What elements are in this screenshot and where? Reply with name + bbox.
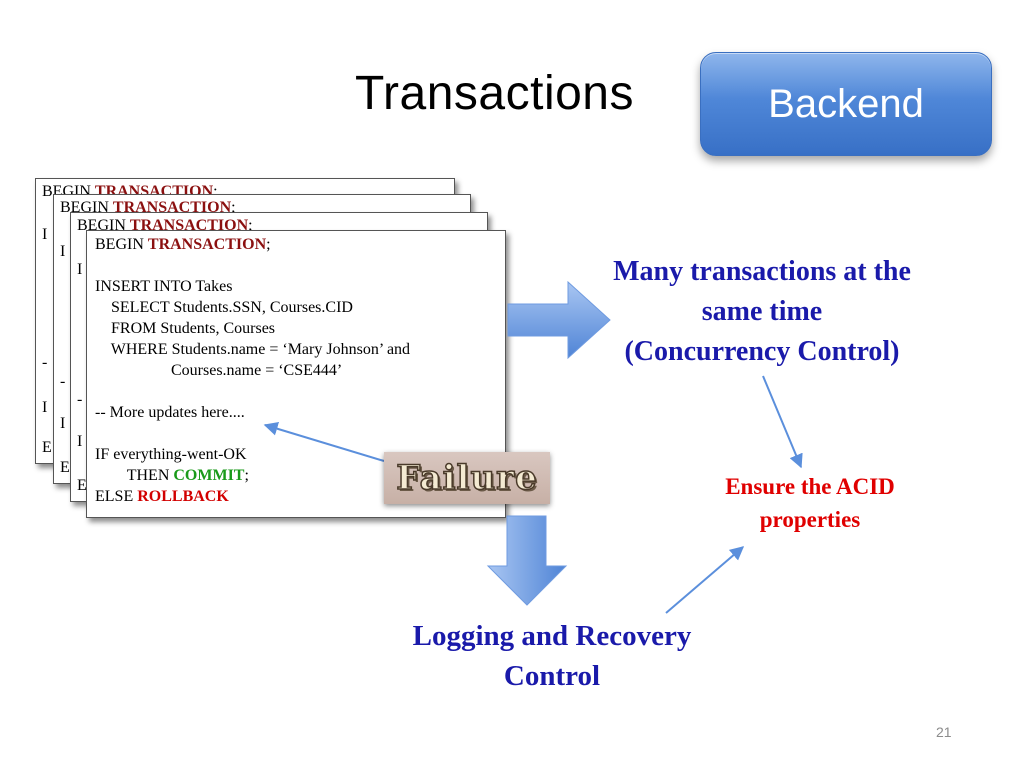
then-line: THEN COMMIT;	[95, 467, 249, 484]
caption-line: same time	[701, 296, 823, 327]
failure-stamp: Failure	[384, 452, 550, 504]
caption-line: properties	[759, 507, 861, 532]
right-block-arrow	[507, 280, 611, 360]
where-line: WHERE Students.name = ‘Mary Johnson’ and	[95, 341, 411, 358]
failure-arrow	[263, 421, 385, 462]
backend-badge: Backend	[700, 52, 992, 156]
caption-line: Ensure the ACID	[725, 474, 895, 499]
comment-line: -- More updates here....	[95, 404, 245, 421]
rollback-keyword: ROLLBACK	[137, 488, 229, 505]
logging-caption: Logging and Recovery Control	[370, 616, 734, 696]
code-fragment: I	[77, 433, 83, 450]
caption-line: (Concurrency Control)	[624, 336, 900, 367]
down-block-arrow	[486, 515, 568, 606]
caption-line: Many transactions at the	[613, 256, 911, 287]
if-line: IF everything-went-OK	[95, 446, 247, 463]
backend-badge-label: Backend	[768, 81, 924, 126]
logging-to-acid-arrow	[665, 546, 745, 614]
concurrency-caption: Many transactions at the same time (Conc…	[560, 252, 964, 372]
where-line-2: Courses.name = ‘CSE444’	[95, 362, 343, 379]
code-fragment: I	[77, 261, 83, 278]
card-begin-line: BEGIN TRANSACTION;	[60, 199, 236, 216]
code-fragment: -	[77, 391, 83, 408]
concurrency-to-acid-arrow	[762, 375, 803, 469]
code-fragment: -	[60, 373, 66, 390]
transaction-keyword: TRANSACTION	[147, 236, 267, 253]
code-fragment: I	[42, 399, 48, 416]
code-fragment: -	[42, 354, 48, 371]
code-fragment: E	[60, 459, 70, 476]
slide-title: Transactions	[355, 67, 634, 120]
code-fragment: E	[77, 477, 87, 494]
from-line: FROM Students, Courses	[95, 320, 276, 337]
caption-line: Logging and Recovery	[412, 620, 692, 652]
code-fragment: I	[60, 243, 66, 260]
code-fragment: I	[42, 226, 48, 243]
caption-line: Control	[503, 660, 601, 692]
card-begin-line: BEGIN TRANSACTION;	[77, 217, 253, 234]
failure-label: Failure	[396, 457, 538, 499]
code-fragment: E	[42, 439, 52, 456]
else-line: ELSE ROLLBACK	[95, 488, 229, 505]
acid-caption: Ensure the ACID properties	[690, 470, 930, 536]
page-number: 21	[936, 724, 952, 740]
commit-keyword: COMMIT	[173, 467, 245, 484]
insert-line: INSERT INTO Takes	[95, 278, 233, 295]
select-line: SELECT Students.SSN, Courses.CID	[95, 299, 353, 316]
code-fragment: I	[60, 415, 66, 432]
begin-line: BEGIN TRANSACTION;	[95, 236, 271, 253]
